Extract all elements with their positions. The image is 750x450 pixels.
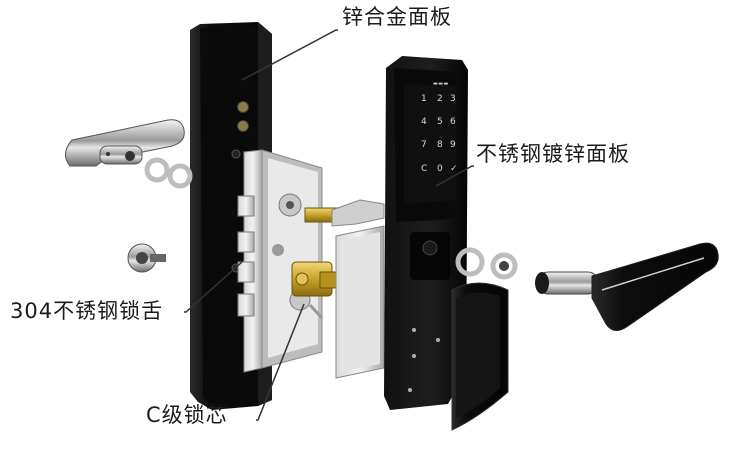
callout-stainless-galvanized-panel: 不锈钢镀锌面板	[476, 142, 630, 166]
keypad-key: 6	[450, 117, 456, 127]
outer-handle	[65, 119, 185, 167]
keypad-key: 8	[437, 140, 443, 150]
keypad-key: ✓	[450, 164, 458, 174]
washer-pair-left	[144, 157, 193, 189]
leader-cylinder	[256, 303, 305, 421]
leader-zinc-panel	[241, 29, 338, 81]
leader-steel-panel	[435, 165, 474, 187]
callout-c-grade-cylinder: C级锁芯	[146, 403, 228, 427]
keypad-key: 0	[437, 164, 443, 174]
mounting-bracket	[331, 199, 385, 379]
callout-zinc-alloy-panel: 锌合金面板	[342, 5, 452, 29]
inner-handle	[535, 242, 719, 331]
battery-cover	[451, 282, 509, 431]
keypad-key: 2	[437, 94, 443, 104]
keypad-key: 5	[437, 117, 443, 127]
keypad-key: 3	[450, 94, 456, 104]
callout-stainless-latch: 304不锈钢锁舌	[10, 299, 164, 323]
leader-latch	[184, 261, 243, 313]
callout-leader-lines	[184, 29, 474, 421]
keypad-key: 1	[421, 94, 427, 104]
keypad-key: C	[421, 164, 428, 174]
brand-logo: ▬▬▬	[433, 81, 449, 87]
keypad-key: 9	[450, 140, 456, 150]
washer-pair-right	[455, 247, 518, 280]
cylinder-rose	[127, 243, 166, 273]
keypad-key: 7	[421, 140, 427, 150]
keypad-key: 4	[421, 117, 427, 127]
